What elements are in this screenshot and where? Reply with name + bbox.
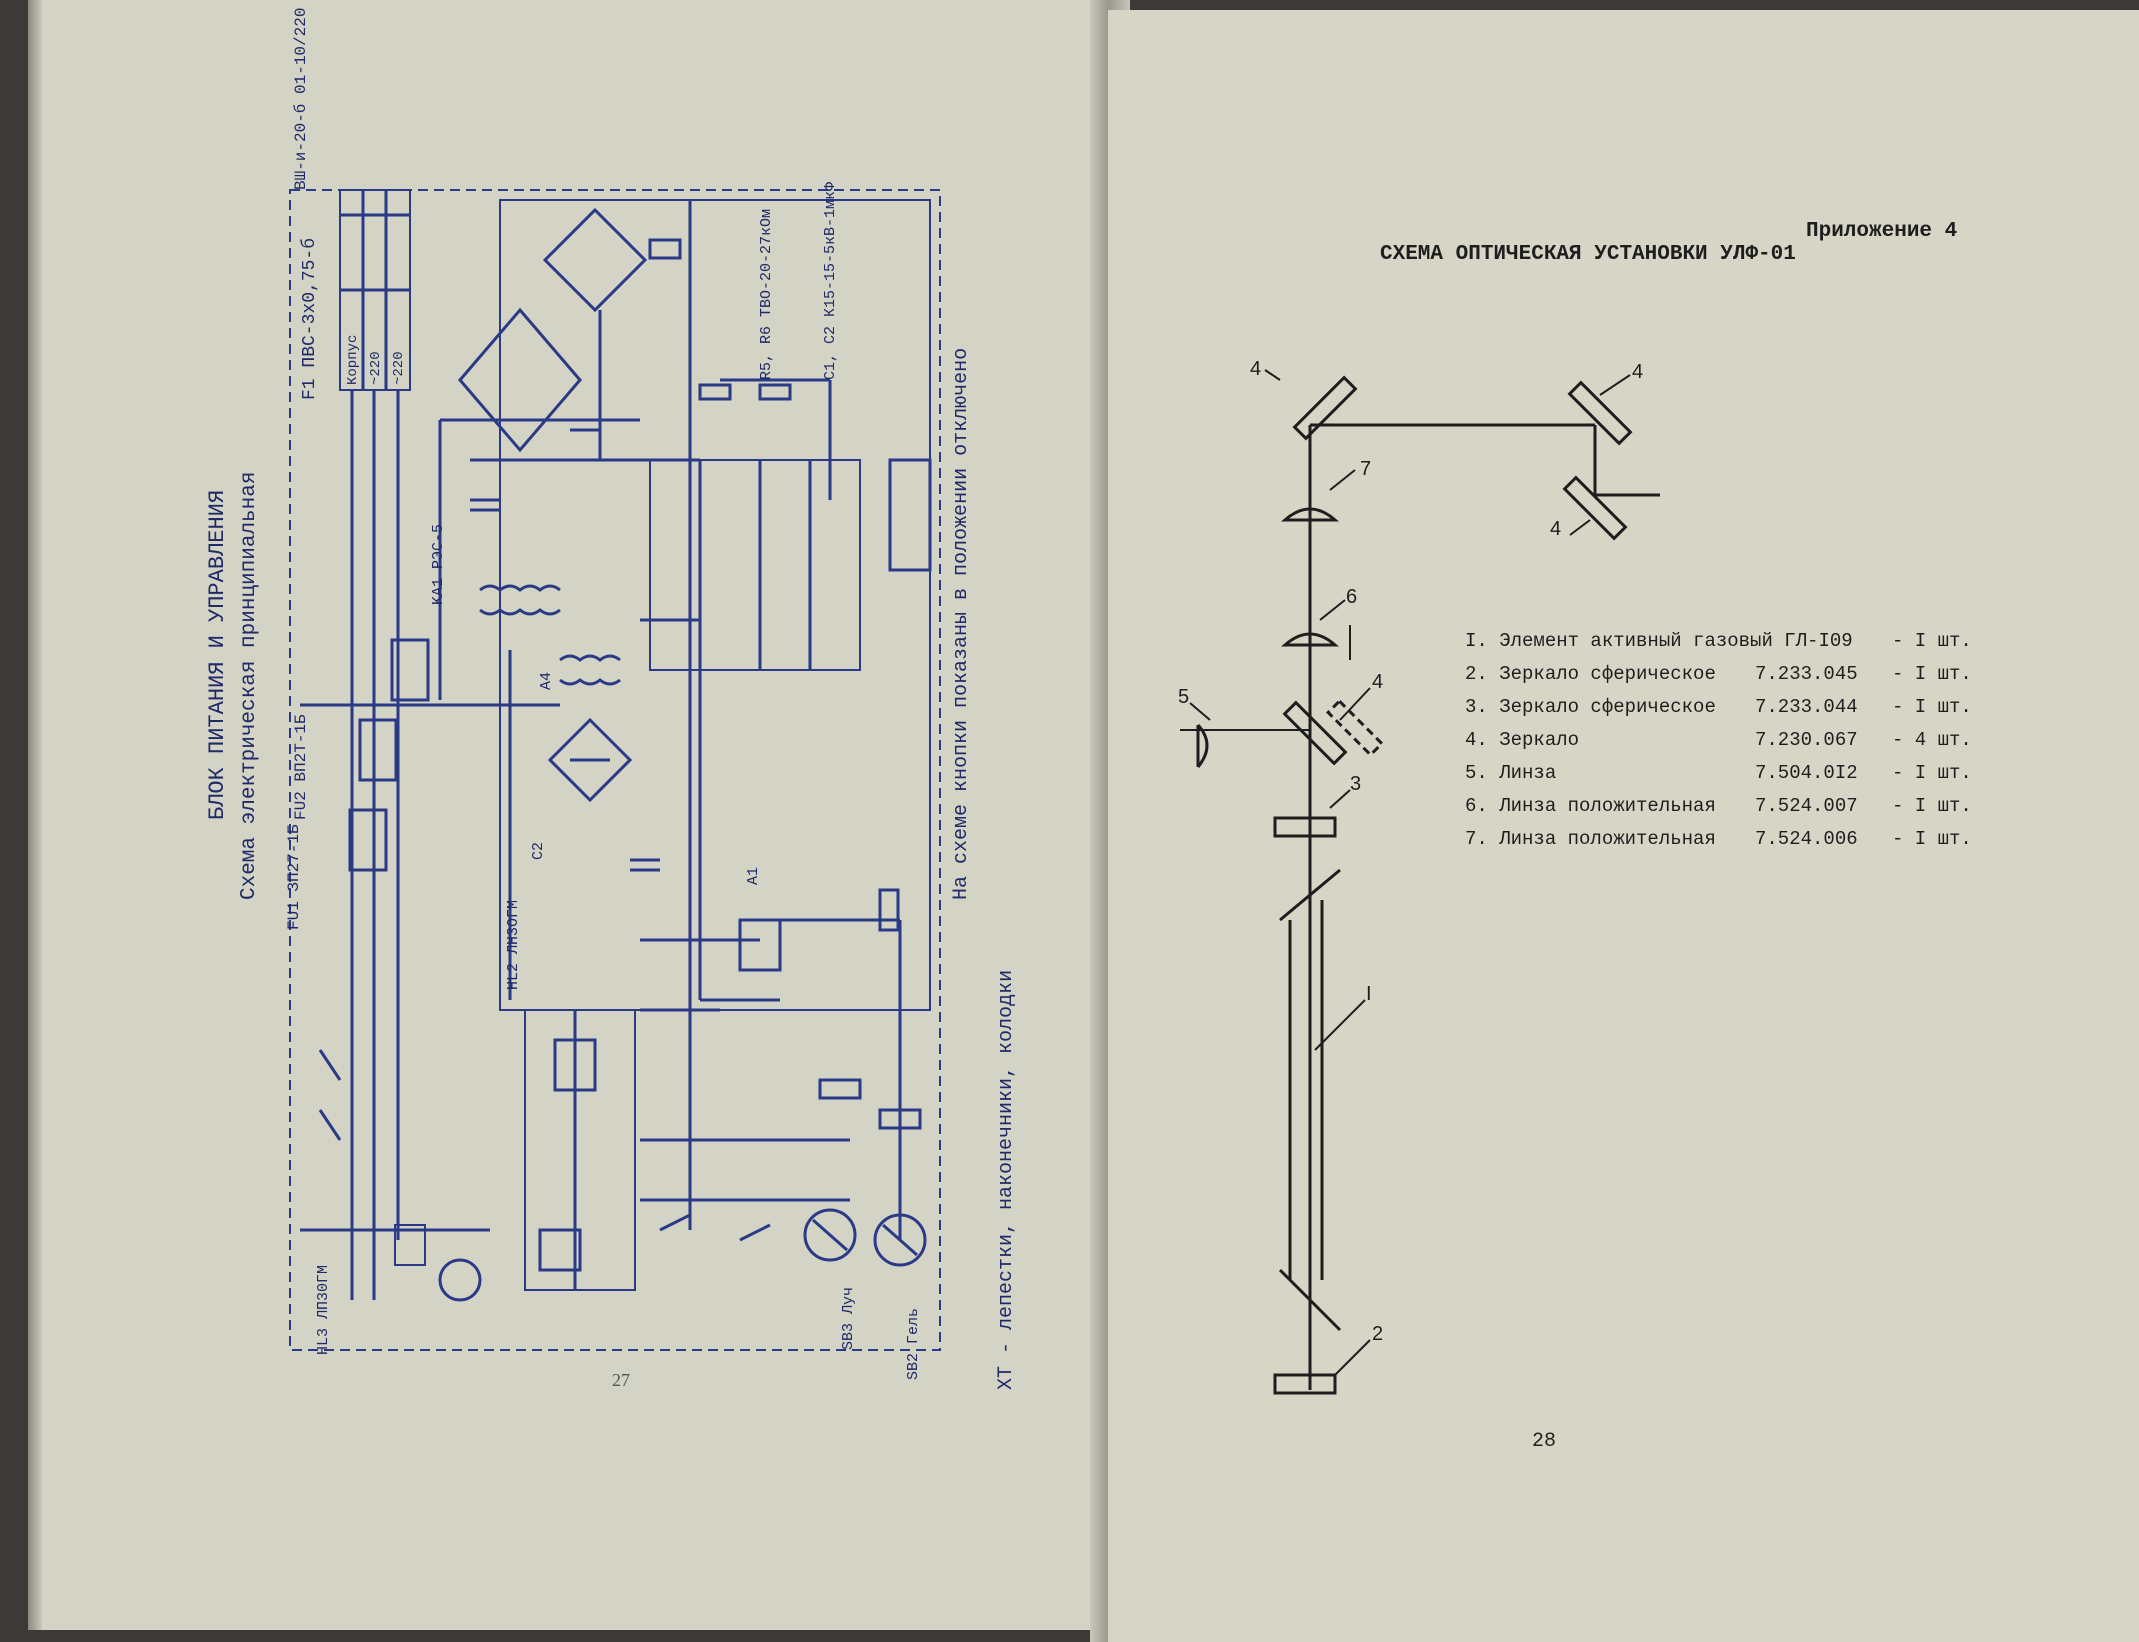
label-lens-5: 5: [1178, 686, 1189, 708]
left-page: [28, 0, 1108, 1630]
part-name: I. Элемент активный газовый ГЛ-I09: [1465, 630, 1853, 652]
label-mirror-3: 3: [1350, 773, 1361, 795]
part-qty: - I шт.: [1892, 696, 1972, 718]
part-name: 3. Зеркало сферическое: [1465, 696, 1716, 718]
part-qty: - 4 шт.: [1892, 729, 1972, 751]
label-lens-6: 6: [1346, 586, 1357, 608]
label-mirror-4d: 4: [1372, 671, 1383, 693]
label-mirror-4b: 4: [1632, 361, 1643, 383]
optical-scheme-title: СХЕМА ОПТИЧЕСКАЯ УСТАНОВКИ УЛФ-01: [1380, 243, 1796, 266]
label-mirror-4a: 4: [1250, 358, 1261, 380]
part-name: 5. Линза: [1465, 762, 1557, 784]
label-mirror-2: 2: [1372, 1323, 1383, 1345]
part-name: 6. Линза положительная: [1465, 795, 1716, 817]
label-active-element-1: I: [1366, 983, 1372, 1005]
part-code: 7.504.0I2: [1755, 762, 1858, 784]
part-qty: - I шт.: [1892, 828, 1972, 850]
part-qty: - I шт.: [1892, 795, 1972, 817]
part-code: 7.524.006: [1755, 828, 1858, 850]
part-name: 2. Зеркало сферическое: [1465, 663, 1716, 685]
part-qty: - I шт.: [1892, 663, 1972, 685]
part-qty: - I шт.: [1892, 630, 1972, 652]
part-name: 4. Зеркало: [1465, 729, 1580, 751]
part-code: 7.230.067: [1755, 729, 1858, 751]
part-code: 7.233.044: [1755, 696, 1858, 718]
appendix-label: Приложение 4: [1806, 220, 1958, 243]
label-mirror-4c: 4: [1550, 518, 1561, 540]
part-qty: - I шт.: [1892, 762, 1972, 784]
part-name: 7. Линза положительная: [1465, 828, 1716, 850]
right-page-number: 28: [1532, 1430, 1557, 1453]
part-code: 7.233.045: [1755, 663, 1858, 685]
label-lens-7: 7: [1360, 458, 1371, 480]
left-page-number: 27: [612, 1370, 630, 1390]
right-page: [1108, 10, 2139, 1642]
part-code: 7.524.007: [1755, 795, 1858, 817]
